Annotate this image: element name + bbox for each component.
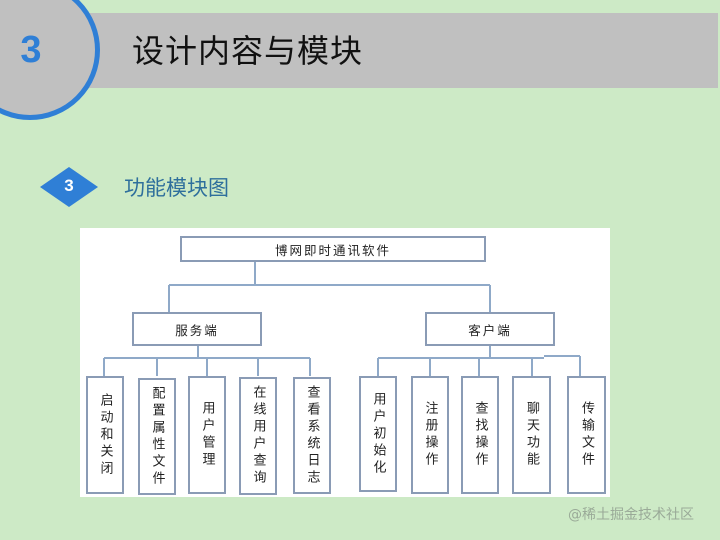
module-diagram: 博网即时通讯软件 服务端 客户端 启动和关闭 配置属性文件 用户管理 在线用户查… <box>80 228 610 497</box>
server-module: 在线用户查询 <box>239 377 277 495</box>
watermark: @稀土掘金技术社区 <box>568 507 694 523</box>
section-title: 功能模块图 <box>124 176 229 200</box>
client-node: 客户端 <box>425 312 555 346</box>
server-module: 查看系统日志 <box>293 377 331 494</box>
connector-lines <box>103 261 581 376</box>
section-number: 3 <box>64 176 74 195</box>
client-label: 客户端 <box>468 322 512 338</box>
diamond-icon <box>40 167 98 207</box>
client-module: 注册操作 <box>411 376 449 494</box>
client-module: 聊天功能 <box>512 376 551 494</box>
server-module: 用户管理 <box>188 376 226 494</box>
server-node: 服务端 <box>132 312 262 346</box>
root-node: 博网即时通讯软件 <box>180 236 486 262</box>
server-module: 启动和关闭 <box>86 376 124 494</box>
client-module: 用户初始化 <box>359 376 397 492</box>
client-module: 传输文件 <box>567 376 606 494</box>
root-label: 博网即时通讯软件 <box>274 242 391 258</box>
server-label: 服务端 <box>175 322 219 338</box>
client-module: 查找操作 <box>461 376 499 494</box>
header-band <box>0 13 718 88</box>
page-title: 设计内容与模块 <box>132 32 364 70</box>
server-module: 配置属性文件 <box>138 378 176 495</box>
header-number: 3 <box>20 29 42 71</box>
